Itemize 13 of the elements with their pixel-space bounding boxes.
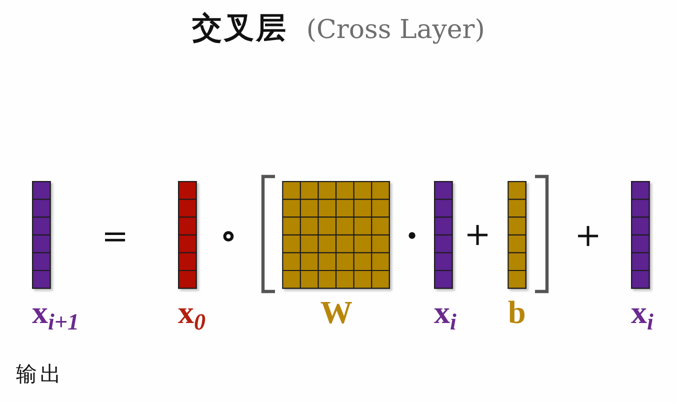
output-label: 输出 [16, 362, 64, 388]
dot-operator: · [406, 218, 418, 254]
diagram-title: 交叉层 (Cross Layer) [192, 11, 485, 47]
vector-label: x$_{0}$ [178, 296, 206, 328]
vector-label: x$_{i}$ [434, 296, 456, 328]
plus-sign: + [574, 218, 602, 250]
matrix-label: W [320, 296, 352, 328]
vector-label: b [508, 296, 526, 328]
ring-operator: ∘ [220, 218, 238, 252]
vector-label: x$_{i}$ [631, 296, 654, 328]
plus-sign: + [464, 218, 491, 250]
equals-sign: = [102, 220, 128, 252]
vector-label: x$_{i+1}$ [32, 296, 80, 328]
